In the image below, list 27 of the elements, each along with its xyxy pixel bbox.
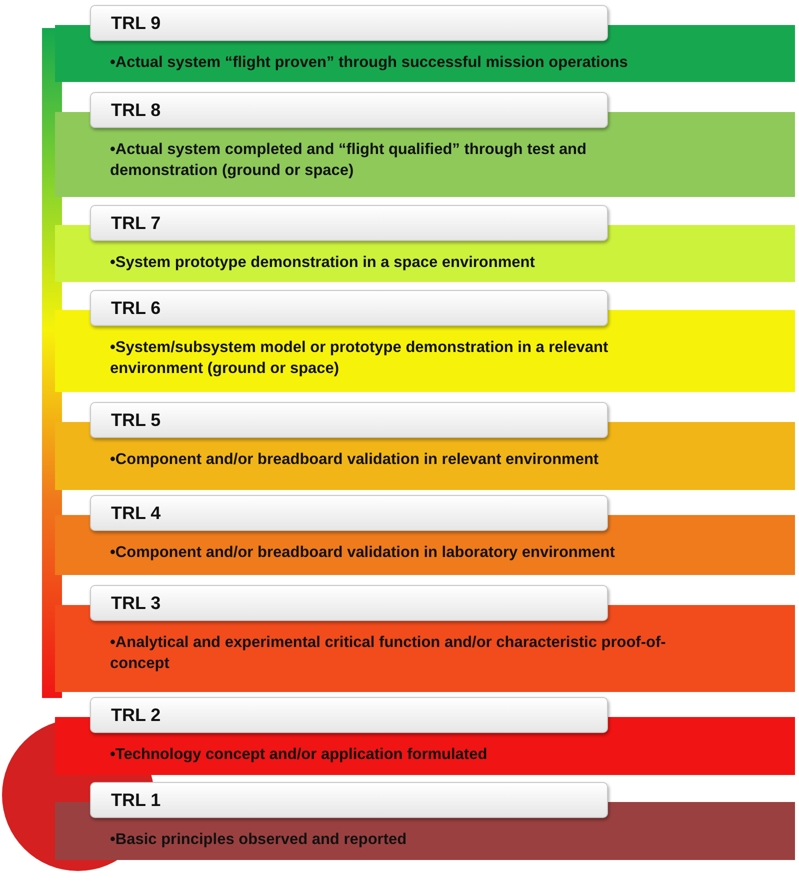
level-description: •Basic principles observed and reported [110,830,408,850]
level-description: •System prototype demonstration in a space environment [110,253,536,273]
level-band [55,697,795,775]
level-band [55,92,795,197]
level-title: TRL 5 [90,402,608,438]
level-description: •Component and/or breadboard validation in relevant environment [110,450,600,470]
level-description: •Actual system completed and “flight qualified” through test and demonstration (ground or space) [110,140,588,181]
level-band [55,205,795,282]
level-title: TRL 9 [90,5,608,41]
level-description: •System/subsystem model or prototype demonstration in a relevant environment (ground or space) [110,338,610,379]
level-title: TRL 4 [90,495,608,531]
level-band [55,782,795,860]
level-band [55,5,795,82]
level-title: TRL 7 [90,205,608,241]
level-title: TRL 8 [90,92,608,128]
level-title: TRL 6 [90,290,608,326]
level-description: •Analytical and experimental critical function and/or characteristic proof-of-concept [110,633,667,674]
level-description: •Component and/or breadboard validation in laboratory environment [110,543,616,563]
level-description: •Actual system “flight proven” through successful mission operations [110,53,629,73]
level-title: TRL 3 [90,585,608,621]
level-title: TRL 2 [90,697,608,733]
level-band [55,290,795,392]
level-description: •Technology concept and/or application formulated [110,745,488,765]
level-title: TRL 1 [90,782,608,818]
level-band [55,495,795,575]
level-band [55,585,795,692]
level-band [55,402,795,490]
